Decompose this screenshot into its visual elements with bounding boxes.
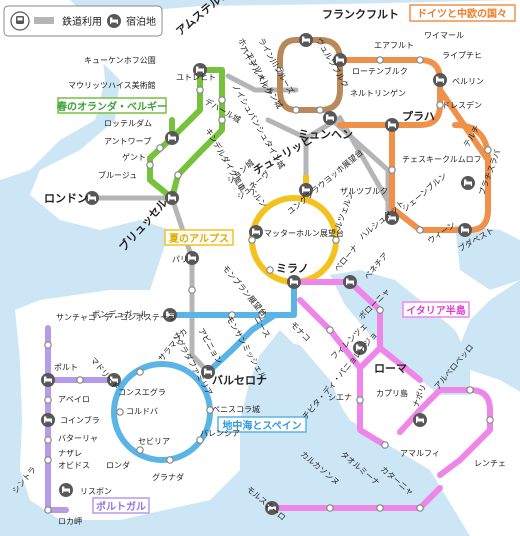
station-label: ミラノ	[276, 262, 309, 275]
bed-icon	[165, 131, 179, 145]
svg-text:夏のアルプス: 夏のアルプス	[168, 232, 229, 245]
station-label: エアフルト	[374, 41, 414, 50]
station-label: ライプチヒ	[442, 51, 482, 60]
station-label: ドレスデン	[442, 100, 482, 110]
station-label: フランクフルト	[322, 8, 399, 21]
svg-text:イタリア半島: イタリア半島	[406, 304, 466, 317]
bed-icon	[323, 111, 337, 125]
station-label: ロカ岬	[58, 517, 82, 526]
region-label-benelux: 春のオランダ・ベルギー	[57, 97, 167, 114]
station-label: バターリャ	[58, 434, 98, 443]
svg-text:地中海とスペイン: 地中海とスペイン	[222, 419, 301, 432]
svg-text:鉄道利用: 鉄道利用	[62, 15, 102, 28]
bed-icon	[41, 373, 55, 387]
station-label: バレンシア	[200, 429, 240, 438]
bed-icon	[385, 118, 399, 132]
station-label: カプリ島	[376, 388, 408, 398]
station-label: ブルージュ	[98, 170, 137, 180]
station-label: マウリッツハイス美術館	[68, 80, 156, 90]
station-label: シエナ	[328, 393, 352, 402]
station-label: ゲント	[122, 152, 146, 162]
region-label-germany: ドイツと中欧の国々	[409, 4, 516, 22]
svg-text:春のオランダ・ベルギー: 春のオランダ・ベルギー	[57, 100, 167, 113]
station-label: ベルリン	[452, 77, 484, 86]
station-label: アントワープ	[104, 137, 151, 146]
station-label: ワイマール	[424, 31, 464, 40]
station-label: オビドス	[58, 461, 90, 470]
bed-icon	[299, 33, 313, 47]
station-label: ロンドン	[44, 192, 88, 205]
station-label: マッターホルン展望台	[264, 228, 344, 238]
bed-icon	[107, 14, 121, 28]
station-label: ネルトリンゲン	[350, 88, 406, 98]
bed-icon	[433, 73, 447, 87]
station-label: リスボン	[80, 487, 112, 496]
station-label: レンチェ	[474, 459, 506, 468]
bed-icon	[41, 413, 55, 427]
train-icon	[10, 11, 30, 31]
station-label: キューケンホフ公園	[84, 56, 156, 65]
bed-icon	[413, 413, 427, 427]
rail-lines	[89, 73, 395, 375]
station-label: チェスキークルムロフ	[402, 155, 482, 164]
bed-icon	[59, 483, 73, 497]
station-label: ザルツブルク	[340, 186, 388, 196]
sea-baltic	[455, 225, 520, 290]
station-label: ローテンブルク	[352, 66, 408, 76]
station-label: アマルフィ	[400, 449, 440, 458]
region-label-portugal: ポルトガル	[92, 497, 150, 514]
station-label: ロンダ	[106, 460, 130, 470]
svg-text:ポルトガル: ポルトガル	[96, 500, 146, 513]
station-label: ユトレヒト	[176, 73, 216, 82]
station-label: ポルト	[54, 363, 78, 372]
region-label-alps: 夏のアルプス	[164, 229, 234, 246]
station-label: グラナダ	[152, 472, 184, 482]
svg-text:ドイツと中欧の国々: ドイツと中欧の国々	[417, 7, 507, 20]
island-uk	[0, 0, 105, 180]
bed-icon	[458, 223, 472, 237]
legend: 鉄道利用 宿泊地	[3, 5, 163, 37]
station-label: セビリア	[138, 437, 170, 446]
station-label: ナザレ	[58, 449, 82, 458]
region-label-italy: イタリア半島	[402, 301, 470, 318]
station-label: ローマ	[374, 362, 407, 375]
station-label: サンチャゴ・デ・コンポステーラ	[56, 312, 176, 322]
station-label: アベイロ	[58, 395, 90, 404]
sea-adriatic	[330, 270, 470, 395]
station-label: ミュンヘン	[298, 128, 353, 141]
station-label: ペニスコラ城	[212, 405, 260, 414]
rail-legend-swatch	[34, 17, 54, 24]
bed-icon	[287, 275, 301, 289]
station-label: プラハ	[402, 109, 435, 123]
station-label: パリ	[172, 255, 188, 264]
station-label: コンスエグラ	[118, 387, 166, 397]
station-label: コルドバ	[126, 407, 158, 416]
station-label: ロッテルダム	[104, 118, 152, 128]
svg-text:宿泊地: 宿泊地	[126, 15, 156, 28]
bed-icon	[461, 176, 475, 190]
station-label: バルセロナ	[212, 374, 267, 387]
station-label: ボンデュガール	[92, 309, 148, 319]
station-label: コインブラ	[60, 415, 100, 425]
region-label-med: 地中海とスペイン	[217, 416, 307, 433]
bed-icon	[343, 275, 357, 289]
